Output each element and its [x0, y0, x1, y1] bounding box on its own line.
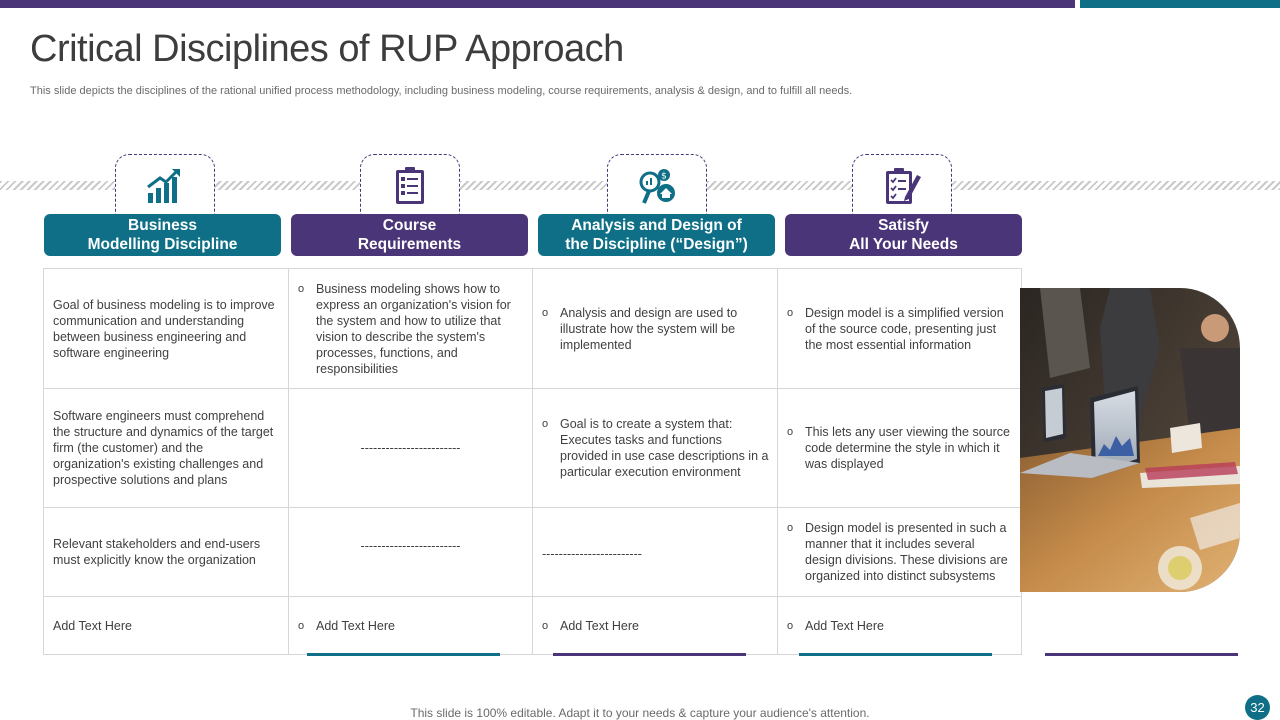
clipboard-checklist-icon: [396, 167, 424, 204]
cell-placeholder-dashes: ------------------------: [542, 547, 642, 561]
cell-text: Add Text Here: [316, 619, 395, 633]
table-cell: o This lets any user viewing the source c…: [778, 389, 1022, 508]
cell-placeholder-dashes: ------------------------: [360, 441, 461, 455]
cell-text: Software engineers must comprehend the s…: [53, 409, 274, 487]
bar-chart-growth-icon: [147, 169, 180, 203]
analysis-finance-icon: $: [639, 169, 675, 204]
table-cell: Software engineers must comprehend the s…: [44, 389, 289, 508]
bullet-icon: o: [298, 282, 305, 295]
icon-box-course: [360, 154, 460, 220]
slide-footer: This slide is 100% editable. Adapt it to…: [410, 706, 870, 720]
page-number-badge: 32: [1245, 695, 1270, 720]
slide-title: Critical Disciplines of RUP Approach: [30, 28, 624, 70]
column-header-course: Course Requirements: [291, 214, 528, 256]
column-header-line1: Course: [382, 217, 437, 234]
cell-text: Design model is presented in such a mann…: [805, 521, 1008, 583]
column-header-business: Business Modelling Discipline: [44, 214, 281, 256]
cell-text: Goal is to create a system that: Execute…: [560, 417, 769, 479]
table-cell: o Add Text Here: [533, 597, 778, 655]
table-cell: ------------------------: [289, 508, 533, 597]
column-underline-teal: [799, 653, 992, 656]
icon-box-analysis: $: [607, 154, 707, 220]
column-header-line2: Requirements: [357, 236, 462, 253]
table-cell: o Goal is to create a system that: Execut…: [533, 389, 778, 508]
cell-text: Design model is a simplified version of …: [805, 305, 1004, 352]
checklist-pen-icon: [886, 168, 921, 204]
cell-text: Analysis and design are used to illustra…: [560, 305, 738, 352]
top-accent-bar-purple: [0, 0, 1075, 8]
table-cell: o Design model is presented in such a man…: [778, 508, 1022, 597]
cell-text: Add Text Here: [53, 619, 132, 633]
cell-text: Business modeling shows how to express a…: [316, 281, 511, 376]
bullet-icon: o: [542, 418, 549, 430]
column-header-line1: Business: [128, 217, 197, 234]
table-cell: ------------------------: [289, 389, 533, 508]
table-cell: o Analysis and design are used to illustr…: [533, 269, 778, 389]
column-underline-purple: [1045, 653, 1238, 656]
table-cell: Goal of business modeling is to improve …: [44, 269, 289, 389]
bullet-icon: o: [542, 306, 549, 319]
table-cell: Add Text Here: [44, 597, 289, 655]
bullet-icon: o: [298, 620, 305, 632]
svg-text:$: $: [661, 172, 667, 182]
column-header-line1: Satisfy: [878, 217, 929, 234]
bullet-icon: o: [787, 426, 794, 438]
column-header-line1: Analysis and Design of: [571, 217, 742, 234]
cell-text: Relevant stakeholders and end-users must…: [53, 537, 261, 567]
bullet-icon: o: [787, 522, 794, 534]
table-cell: ------------------------: [533, 508, 778, 597]
table-cell: o Add Text Here: [778, 597, 1022, 655]
icon-box-business: [115, 154, 215, 220]
bullet-icon: o: [787, 306, 794, 319]
top-accent-bar-teal: [1080, 0, 1280, 8]
column-header-line2: Modelling Discipline: [87, 236, 238, 253]
bullet-icon: o: [542, 620, 549, 632]
meeting-photo: [1020, 288, 1240, 592]
cell-text: Add Text Here: [805, 619, 884, 633]
column-header-line2: the Discipline (“Design”): [565, 236, 748, 253]
column-underline-purple: [553, 653, 746, 656]
cell-text: Add Text Here: [560, 619, 639, 633]
slide-subtitle: This slide depicts the disciplines of th…: [30, 85, 853, 97]
table-cell: o Business modeling shows how to express …: [289, 269, 533, 389]
table-cell: o Add Text Here: [289, 597, 533, 655]
bullet-icon: o: [787, 620, 794, 632]
cell-text: Goal of business modeling is to improve …: [53, 297, 275, 360]
icon-box-satisfy: [852, 154, 952, 220]
column-underline-teal: [307, 653, 500, 656]
cell-text: This lets any user viewing the source co…: [805, 425, 1010, 471]
table-cell: o Design model is a simplified version of…: [778, 269, 1022, 389]
column-header-line2: All Your Needs: [849, 236, 958, 253]
column-header-analysis: Analysis and Design of the Discipline (“…: [538, 214, 775, 256]
table-cell: Relevant stakeholders and end-users must…: [44, 508, 289, 597]
cell-placeholder-dashes: ------------------------: [360, 539, 461, 553]
disciplines-table: Goal of business modeling is to improve …: [43, 268, 1022, 655]
column-header-satisfy: Satisfy All Your Needs: [785, 214, 1022, 256]
